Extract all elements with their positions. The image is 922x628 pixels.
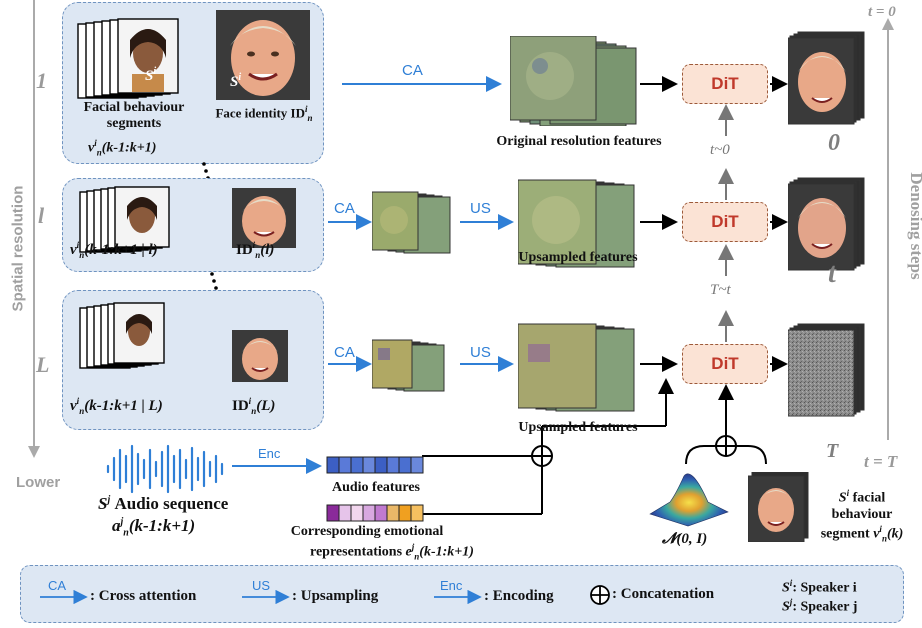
identity-face-1 xyxy=(216,10,310,100)
audio-feature-bar xyxy=(326,456,424,474)
feature-stack-l-upsampled xyxy=(518,179,635,268)
right-axis-title: Denosing steps xyxy=(907,172,922,280)
facial-segment-stack-L xyxy=(79,302,165,369)
legend-us-icon: US xyxy=(252,578,271,593)
facial-segment-stack-l xyxy=(79,186,170,253)
feature-stack-L-upsampled xyxy=(518,323,635,412)
legend-ca-icon: CA xyxy=(48,578,67,593)
facial-behaviour-label: Facial behaviour segments xyxy=(83,100,185,132)
legend-enc-icon: Enc xyxy=(440,578,463,593)
step-label-T-to-t: T~t xyxy=(710,282,731,298)
output-step-T: T xyxy=(826,440,839,462)
emotion-feature-bar xyxy=(326,504,424,522)
legend-speaker-i: Si: Speaker i xyxy=(782,578,857,596)
us-label-L: US xyxy=(470,344,491,361)
identity-symbol-l: IDin(l) xyxy=(236,240,275,260)
legend-concat-text: : Concatenation xyxy=(612,586,715,602)
identity-face-l xyxy=(232,188,296,248)
us-label-l: US xyxy=(470,200,491,217)
enc-label: Enc xyxy=(258,446,281,461)
row-label-L: L xyxy=(36,352,50,377)
identity-face-L xyxy=(232,330,288,382)
noise-distribution-label: 𝓝(0, I) xyxy=(662,531,708,547)
legend-ca-text: : Cross attention xyxy=(90,588,197,604)
facial-segment-symbol-l: vin(k-1:k+1 | l) xyxy=(70,240,158,260)
emotion-label-line1: Corresponding emotional xyxy=(290,524,444,539)
left-axis-arrow xyxy=(28,0,40,458)
ca-label-L: CA xyxy=(334,344,355,361)
face-identity-label: Face identity IDin xyxy=(215,104,313,123)
right-axis-t0: t = 0 xyxy=(868,4,896,20)
facial-segment-symbol-L: vin(k-1:k+1 | L) xyxy=(70,396,163,416)
legend-box xyxy=(20,565,904,623)
legend-speaker-j: Sj: Speaker j xyxy=(782,597,858,615)
legend-us-text: : Upsampling xyxy=(292,588,379,604)
left-axis-title: Spatial resolution xyxy=(9,185,27,312)
dit-block-bottom: DiT xyxy=(682,344,768,384)
output-step-t: t xyxy=(828,258,836,289)
audio-sequence-title: Sj Audio sequence xyxy=(98,494,229,513)
face-si-label: Si xyxy=(145,66,157,84)
dit-block-top: DiT xyxy=(682,64,768,104)
feature-stack-original xyxy=(510,36,637,126)
ca-label-l: CA xyxy=(334,200,355,217)
upsampled-features-label-1: Upsampled features xyxy=(518,250,638,265)
output-face-stack-t xyxy=(788,177,865,271)
panel-connector-dots-2 xyxy=(210,272,218,290)
output-noise-stack-T xyxy=(788,323,865,417)
emotion-label-line2: representations ejn(k-1:k+1) xyxy=(310,542,474,562)
speaker-segment-face xyxy=(748,472,809,542)
speaker-segment-label: Si facial behaviour segment vin(k) xyxy=(820,488,904,544)
right-axis-tT: t = T xyxy=(864,452,898,471)
row-label-l: l xyxy=(38,203,45,228)
identity-face-si-label: Si xyxy=(230,72,242,90)
identity-symbol-L: IDin(L) xyxy=(232,396,276,416)
audio-sequence-symbol: ajn(k-1:k+1) xyxy=(112,516,196,539)
facial-segment-stack-1 xyxy=(77,18,179,99)
feature-stack-L-small xyxy=(372,339,445,392)
dit-block-mid: DiT xyxy=(682,202,768,242)
audio-features-label: Audio features xyxy=(331,480,421,495)
audio-waveform xyxy=(106,444,224,494)
ca-label-1: CA xyxy=(402,62,423,79)
upsampled-features-label-2: Upsampled features xyxy=(518,420,638,435)
output-face-stack-0 xyxy=(788,31,865,125)
facial-segment-symbol-1: vin(k-1:k+1) xyxy=(88,138,157,158)
output-step-0: 0 xyxy=(828,130,840,156)
step-label-t-to-0: t~0 xyxy=(710,142,730,158)
original-features-label: Original resolution features xyxy=(496,134,662,149)
feature-stack-l-small xyxy=(372,191,451,254)
legend-arrows xyxy=(40,585,610,605)
gaussian-noise-surface xyxy=(649,473,729,527)
left-axis-bottom-label: Lower xyxy=(16,474,61,491)
row-label-1: 1 xyxy=(36,68,47,93)
legend-enc-text: : Encoding xyxy=(484,588,554,604)
